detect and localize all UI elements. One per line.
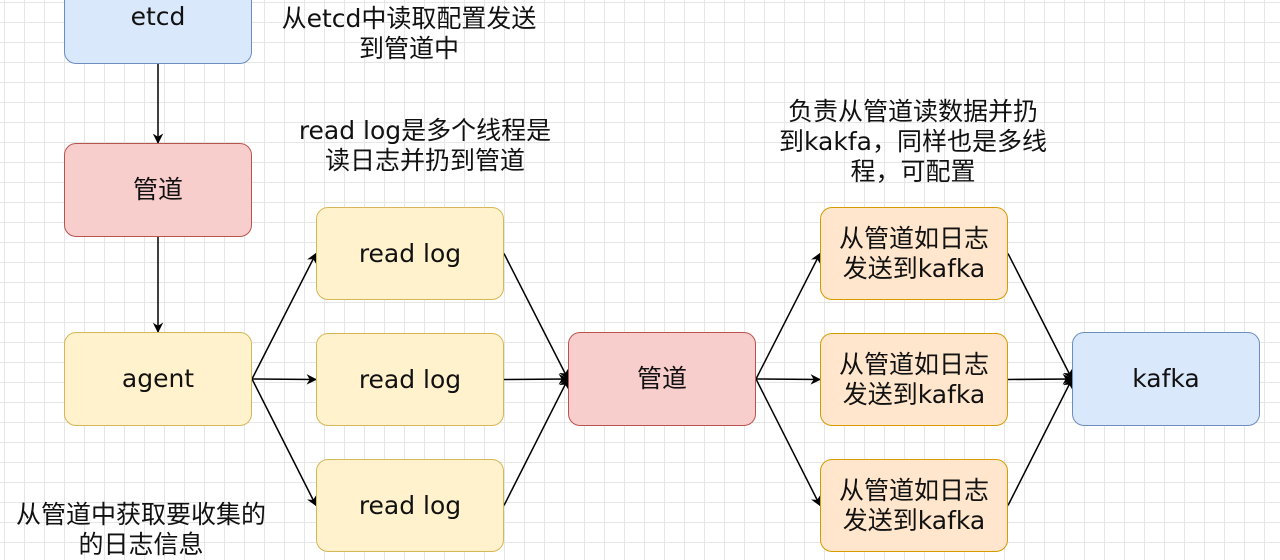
sender-node-2-label: 从管道如日志 发送到kafka (838, 349, 989, 409)
sender-node-2[interactable]: 从管道如日志 发送到kafka (820, 333, 1008, 426)
edges-layer (152, 64, 1074, 507)
kafka-node[interactable]: kafka (1072, 332, 1260, 426)
kafka-node-label: kafka (1132, 364, 1200, 393)
edge-read-log-1-to-pipe-mid (503, 253, 569, 380)
pipe-top-node[interactable]: 管道 (64, 143, 252, 237)
etcd-node-label: etcd (130, 2, 186, 31)
agent-node[interactable]: agent (64, 332, 252, 426)
sender-node-1-label: 从管道如日志 发送到kafka (838, 223, 989, 283)
edge-sender-3-to-kafka (1007, 378, 1073, 506)
readlog-note: read log是多个线程是 读日志并扔到管道 (298, 116, 552, 175)
read-log-node-2-label: read log (358, 364, 462, 394)
read-log-node-2[interactable]: read log (316, 333, 504, 426)
edge-agent-to-read-log-1 (251, 252, 317, 380)
agent-node-label: agent (121, 364, 195, 393)
sender-node-3-label: 从管道如日志 发送到kafka (838, 475, 989, 535)
edge-pipe-mid-to-sender-1 (755, 252, 821, 380)
sender-node-3[interactable]: 从管道如日志 发送到kafka (820, 459, 1008, 552)
read-log-node-3[interactable]: read log (316, 459, 504, 552)
edge-agent-to-read-log-3 (251, 378, 317, 507)
pipe-mid-node-label: 管道 (636, 364, 687, 393)
edge-read-log-2-to-pipe-mid (503, 373, 570, 385)
etcd-node[interactable]: etcd (64, 0, 252, 64)
read-log-node-1-label: read log (358, 238, 462, 268)
sender-node-1[interactable]: 从管道如日志 发送到kafka (820, 207, 1008, 300)
edge-pipe-mid-to-sender-2 (755, 374, 822, 385)
edge-sender-1-to-kafka (1007, 253, 1073, 380)
sender-note: 负责从管道读数据并扔 到kakfa，同样也是多线 程，可配置 (779, 97, 1047, 186)
edge-pipe-mid-to-sender-3 (755, 378, 821, 507)
edge-read-log-3-to-pipe-mid (503, 378, 569, 506)
edge-sender-2-to-kafka (1007, 373, 1074, 385)
agent-note: 从管道中获取要收集的 的日志信息 (15, 500, 266, 559)
pipe-top-node-label: 管道 (132, 175, 183, 204)
etcd-note: 从etcd中读取配置发送 到管道中 (281, 4, 537, 63)
read-log-node-1[interactable]: read log (316, 207, 504, 300)
read-log-node-3-label: read log (358, 490, 462, 520)
edge-agent-to-read-log-2 (251, 374, 318, 385)
pipe-mid-node[interactable]: 管道 (568, 332, 756, 426)
